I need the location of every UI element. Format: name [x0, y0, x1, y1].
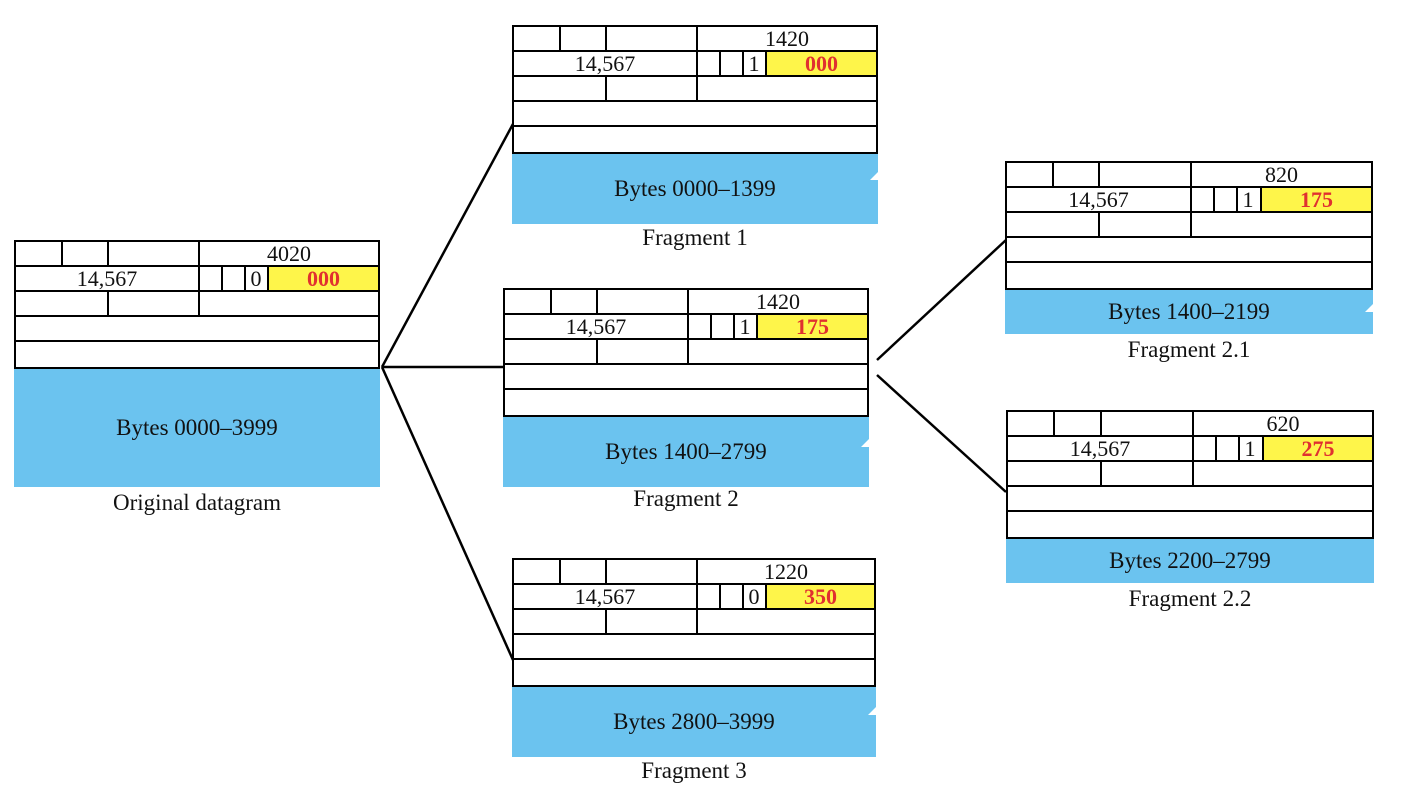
total-length: 1420	[765, 26, 809, 51]
payload-label: Bytes 2800–3999	[613, 709, 775, 734]
fragment-offset: 000	[765, 52, 876, 76]
total-length: 620	[1266, 411, 1300, 436]
mf-flag: 1	[739, 314, 751, 339]
mf-flag: 0	[250, 266, 262, 291]
fragment-offset: 275	[1262, 437, 1372, 461]
fragment-2-1: 820 14,567 1 175 Bytes 1400–2199 Fragmen…	[1005, 161, 1373, 362]
header-row-5	[16, 342, 378, 367]
caption: Fragment 1	[642, 225, 748, 250]
ip-header: 1220 14,567 0 350	[512, 558, 876, 687]
caption: Fragment 3	[641, 758, 747, 783]
fragment-offset: 350	[765, 585, 874, 609]
total-length: 820	[1265, 162, 1298, 187]
payload-block: Bytes 1400–2199	[1005, 290, 1373, 334]
payload-label: Bytes 0000–3999	[116, 415, 278, 440]
connector-frag2-frag21	[876, 239, 1007, 361]
identification: 14,567	[574, 584, 636, 609]
fragment-2: 1420 14,567 1 175 Bytes 1400–2799 Fragme…	[503, 288, 869, 511]
fragment-1: 1420 14,567 1 000 Bytes 0000–1399 Fragme…	[512, 25, 878, 250]
header-row-4	[16, 317, 378, 342]
header-row-3	[16, 292, 378, 317]
mf-flag: 0	[748, 584, 760, 609]
mf-flag: 1	[1242, 187, 1254, 212]
fragment-offset: 175	[1260, 188, 1371, 212]
ip-header: 1420 14,567 1 175	[503, 288, 869, 417]
fragment-offset: 000	[267, 267, 378, 291]
ip-header: 620 14,567 1 275	[1006, 410, 1374, 539]
identification: 14,567	[574, 51, 636, 76]
caption: Fragment 2.2	[1128, 586, 1252, 611]
payload-label: Bytes 1400–2199	[1108, 299, 1270, 324]
payload-block: Bytes 0000–3999	[14, 369, 380, 487]
identification: 14,567	[1068, 187, 1129, 212]
caption: Fragment 2.1	[1127, 337, 1251, 362]
header-row-1: 4020	[16, 242, 378, 267]
fragment-offset: 175	[756, 315, 867, 339]
ip-header: 1420 14,567 1 000	[512, 25, 878, 154]
fragment-2-2: 620 14,567 1 275 Bytes 2200–2799 Fragmen…	[1006, 410, 1374, 611]
caption: Original datagram	[113, 490, 281, 515]
mf-flag: 1	[1244, 436, 1256, 461]
payload-block: Bytes 1400–2799	[503, 417, 869, 487]
total-length: 1420	[756, 289, 800, 314]
connector-original-frag3	[380, 366, 515, 661]
payload-label: Bytes 0000–1399	[614, 176, 776, 201]
fragment-3: 1220 14,567 0 350 Bytes 2800–3999 Fragme…	[512, 558, 876, 783]
caption: Fragment 2	[633, 486, 739, 511]
identification: 14,567	[1069, 436, 1131, 461]
ip-header: 820 14,567 1 175	[1005, 161, 1373, 290]
total-length: 4020	[267, 241, 311, 266]
payload-label: Bytes 1400–2799	[605, 439, 767, 464]
connector-frag2-frag22	[876, 374, 1007, 493]
identification: 14,567	[565, 314, 627, 339]
payload-block: Bytes 0000–1399	[512, 154, 878, 224]
original-datagram: 4020 14,567 0 000 Bytes 0000–3999 Origin…	[14, 240, 380, 515]
ip-header: 4020 14,567 0 000	[14, 240, 380, 369]
mf-flag: 1	[748, 51, 760, 76]
payload-shape	[14, 369, 380, 487]
identification: 14,567	[76, 266, 138, 291]
payload-label: Bytes 2200–2799	[1109, 548, 1271, 573]
total-length: 1220	[764, 559, 808, 584]
payload-block: Bytes 2200–2799	[1006, 539, 1374, 583]
connector-original-frag1	[380, 123, 515, 368]
payload-block: Bytes 2800–3999	[512, 687, 876, 757]
header-row-2: 14,567 0 000	[16, 267, 378, 292]
